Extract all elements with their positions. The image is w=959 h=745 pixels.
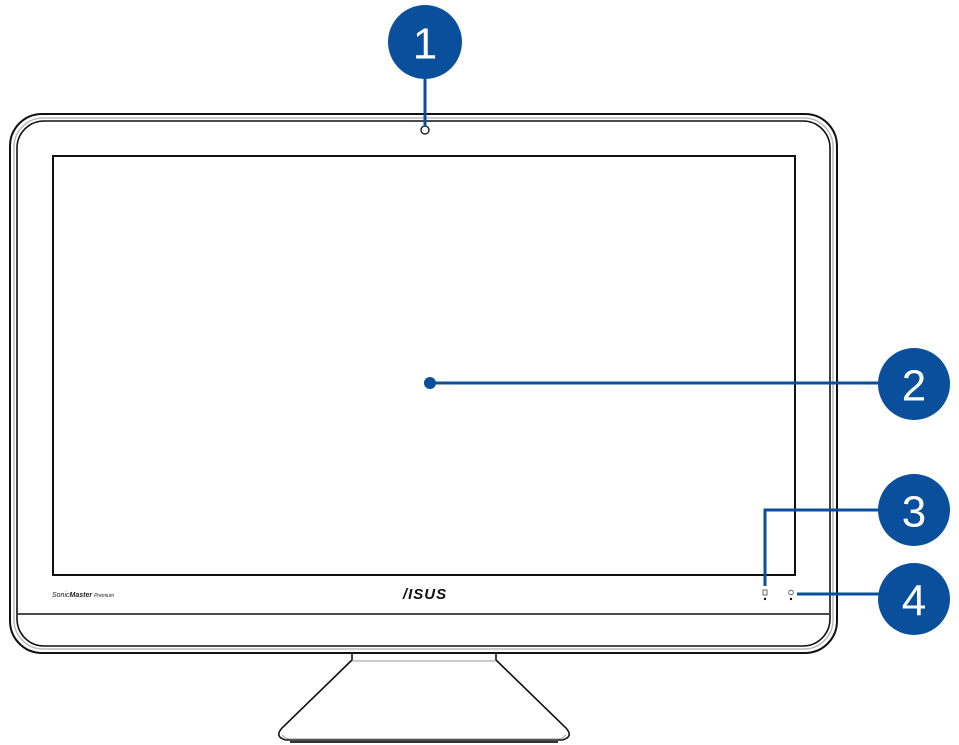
hdd-led-indicator	[762, 589, 768, 601]
stand	[278, 650, 570, 743]
display-pointer-dot	[424, 377, 436, 389]
callout-1: 1	[388, 5, 462, 79]
svg-text:1: 1	[413, 20, 437, 69]
svg-text:2: 2	[902, 362, 926, 411]
callout-lines	[423, 70, 880, 596]
display-panel	[52, 155, 796, 576]
brand-logo: /ISUS	[402, 586, 447, 603]
callout-3: 3	[878, 474, 950, 546]
callout-4: 4	[878, 563, 950, 635]
callout-2: 2	[878, 348, 950, 420]
svg-text:3: 3	[902, 488, 926, 537]
svg-text:4: 4	[902, 577, 926, 626]
webcam-icon	[420, 125, 430, 135]
power-icon	[788, 589, 794, 596]
power-indicator	[788, 589, 794, 601]
hdd-icon	[762, 589, 768, 596]
